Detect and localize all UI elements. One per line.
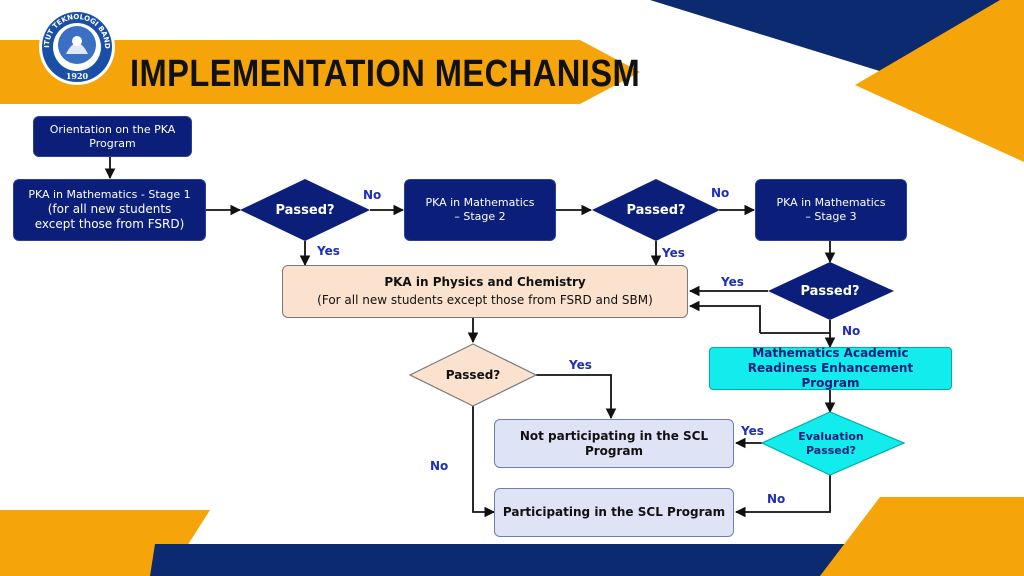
arrow-readiness-back	[688, 300, 761, 333]
physics-chemistry-note: (For all new students except those from …	[317, 293, 653, 307]
physics-chemistry-title: PKA in Physics and Chemistry	[384, 275, 586, 289]
orientation-box: Orientation on the PKA Program	[33, 116, 192, 157]
decision1-text: Passed?	[275, 202, 335, 218]
label-yes-decision4: Yes	[569, 358, 592, 372]
evaluation-diamond	[760, 411, 906, 476]
decision2-diamond	[592, 179, 720, 241]
math-stage1-note: (for all new students except those from …	[34, 201, 185, 231]
header-orange-band	[0, 40, 640, 104]
math-stage3-box: PKA in Mathematics – Stage 3	[755, 179, 907, 241]
label-yes-evaluation: Yes	[741, 424, 764, 438]
decision2-text: Passed?	[626, 202, 686, 218]
decision4-text: Passed?	[445, 368, 501, 382]
top-right-orange-wedge	[855, 0, 1024, 162]
math-stage1-title: PKA in Mathematics - Stage 1	[28, 188, 191, 202]
arrow-evaluation-no	[734, 475, 831, 518]
bottom-navy-band	[150, 544, 850, 576]
institution-logo: INSTITUT TEKNOLOGI BANDUNG 1920	[37, 7, 115, 85]
decision1-diamond	[240, 179, 370, 241]
label-no-evaluation: No	[767, 492, 786, 506]
arrow-decision4-no	[472, 406, 496, 518]
label-no-decision4: No	[430, 459, 449, 473]
math-stage2-box: PKA in Mathematics – Stage 2	[404, 179, 556, 241]
label-yes-decision2: Yes	[662, 246, 685, 260]
label-yes-decision1: Yes	[317, 244, 340, 258]
label-no-decision2: No	[711, 186, 730, 200]
readiness-program-box: Mathematics Academic Readiness Enhanceme…	[709, 346, 952, 390]
logo-year: 1920	[66, 71, 89, 81]
arrow-decision4-yes	[536, 374, 617, 420]
page-title: IMPLEMENTATION MECHANISM	[130, 52, 641, 95]
label-yes-decision3: Yes	[721, 275, 744, 289]
label-no-decision1: No	[363, 188, 382, 202]
decision3-diamond	[768, 262, 894, 320]
participating-box: Participating in the SCL Program	[494, 488, 734, 537]
evaluation-text: Evaluation Passed?	[798, 430, 864, 457]
bottom-right-orange-wedge	[820, 497, 1024, 576]
math-stage1-box: PKA in Mathematics - Stage 1 (for all ne…	[13, 179, 206, 241]
decision3-text: Passed?	[800, 283, 860, 299]
label-no-decision3: No	[842, 324, 861, 338]
decision4-diamond	[408, 343, 538, 407]
not-participating-box: Not participating in the SCL Program	[494, 419, 734, 468]
physics-chemistry-box: PKA in Physics and Chemistry (For all ne…	[282, 265, 688, 318]
